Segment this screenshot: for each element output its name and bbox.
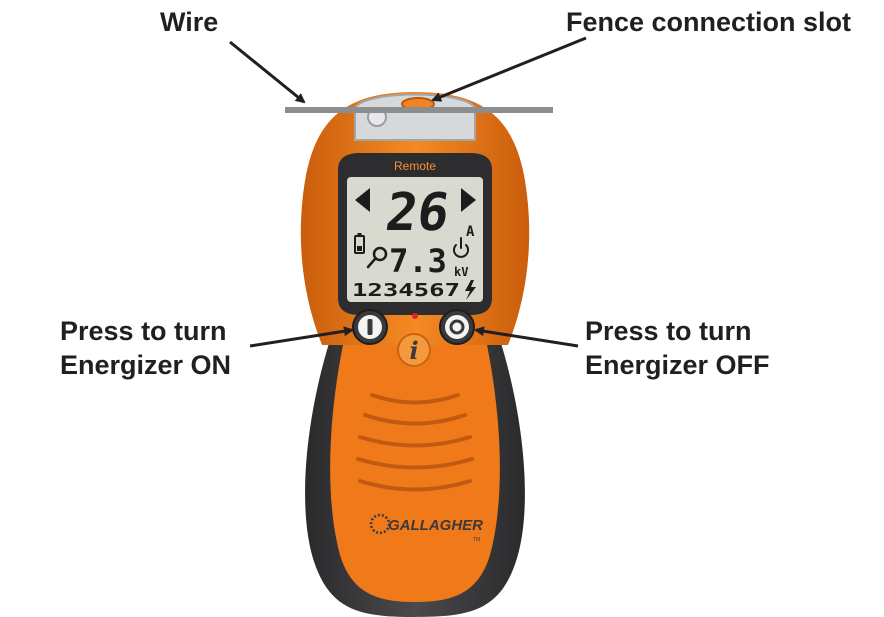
lcd-small-unit: kV (454, 265, 468, 279)
energizer-on-label: Press to turn Energizer ON (60, 315, 231, 383)
power-icon (453, 237, 469, 258)
lcd-big-value: 26 (382, 183, 453, 243)
lcd-panel (347, 177, 483, 302)
energizer-off-label-line1: Press to turn (585, 316, 752, 346)
lcd-big-unit: A (466, 224, 475, 240)
search-icon (366, 246, 388, 269)
gallagher-logo: GALLAGHER TM (369, 513, 483, 543)
fence-slot-arrow (431, 36, 587, 102)
brand-name: GALLAGHER (388, 517, 483, 534)
screen-header: Remote (394, 159, 436, 173)
lcd-level-digits: 1234567 (352, 280, 460, 301)
status-led (412, 313, 418, 319)
wire-label: Wire (160, 7, 219, 37)
info-button[interactable]: i (397, 333, 431, 367)
lcd-small-value: 7.3 (389, 242, 447, 280)
grip-ridges (356, 393, 474, 492)
energizer-off-label: Press to turn Energizer OFF (585, 315, 770, 383)
info-icon: i (409, 336, 418, 365)
power-on-icon (367, 319, 373, 335)
device-front-panel (330, 345, 500, 602)
wire-arrow (229, 40, 306, 104)
brand-trademark: TM (473, 537, 480, 543)
left-arrow-icon (355, 188, 370, 212)
energizer-off-arrow (474, 326, 579, 348)
power-off-icon (449, 319, 465, 335)
fence-slot-label: Fence connection slot (566, 7, 852, 37)
energizer-on-label-line1: Press to turn (60, 316, 227, 346)
lightning-icon (465, 280, 476, 300)
power-on-button[interactable] (352, 309, 388, 345)
energizer-on-arrow (249, 326, 354, 348)
energizer-off-label-line2: Energizer OFF (585, 349, 770, 380)
power-off-button[interactable] (439, 309, 475, 345)
battery-icon (354, 233, 365, 254)
energizer-on-label-line2: Energizer ON (60, 349, 232, 380)
right-arrow-icon (461, 188, 476, 212)
